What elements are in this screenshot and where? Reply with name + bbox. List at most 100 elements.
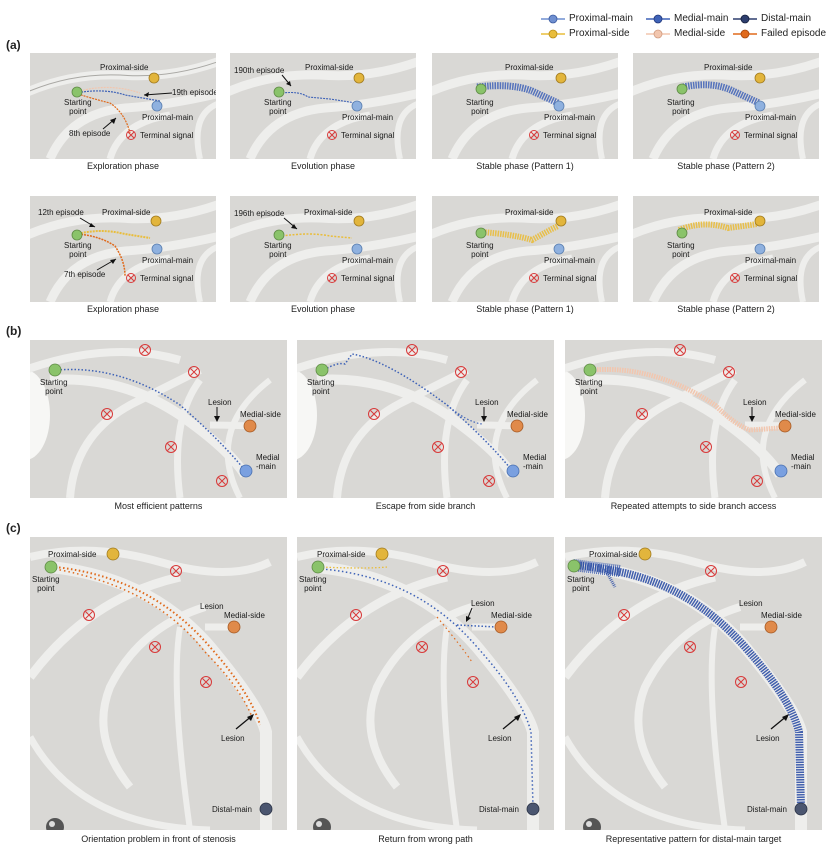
proximal-side-marker (754, 215, 766, 227)
panel-a5: Proximal-side 12th episode Starting poin… (30, 196, 216, 302)
panel-a7: Proximal-side Starting point Proximal-ma… (432, 196, 618, 302)
starting-point-marker (71, 229, 83, 241)
medial-main-label: Medial -main (523, 453, 547, 471)
starting-point-label: Starting point (264, 98, 292, 116)
crossed-circle-icon (406, 344, 418, 356)
medial-side-marker (764, 620, 778, 634)
starting-point-label: Starting point (64, 98, 92, 116)
ball-bearing-icon (46, 818, 64, 830)
distal-main-marker (794, 802, 808, 816)
medial-side-label: Medial-side (761, 611, 802, 620)
distal-main-marker (526, 802, 540, 816)
arrow-icon (481, 407, 487, 422)
legend-marker-icon (646, 14, 670, 23)
proximal-main-label: Proximal-main (142, 113, 194, 122)
proximal-main-label: Proximal-main (745, 113, 797, 122)
terminal-signal-label: Terminal signal (744, 131, 798, 140)
proximal-main-label: Proximal-main (342, 256, 394, 265)
starting-point-marker (71, 86, 83, 98)
panel-c3: Proximal-side Starting point Lesion Medi… (565, 537, 822, 830)
panel-a3: Proximal-side Starting point Proximal-ma… (432, 53, 618, 159)
medial-main-label: Medial -main (791, 453, 815, 471)
panel-c1: Proximal-side Starting point Lesion Medi… (30, 537, 287, 830)
medial-main-marker (774, 464, 788, 478)
proximal-side-label: Proximal-side (704, 63, 753, 72)
medial-side-label: Medial-side (491, 611, 532, 620)
starting-point-label: Starting point (264, 241, 292, 259)
lesion-label: Lesion (471, 599, 495, 608)
arrow-icon (770, 714, 789, 730)
crossed-circle-icon (455, 366, 467, 378)
starting-point-marker (311, 560, 325, 574)
proximal-main-marker (351, 243, 363, 255)
proximal-main-marker (553, 243, 565, 255)
starting-point-label: Starting point (667, 98, 695, 116)
section-label-a: (a) (6, 38, 21, 52)
arrow-icon (102, 117, 117, 130)
crossed-circle-icon (200, 676, 212, 688)
caption-a1-3: Stable phase (Pattern 1) (476, 161, 574, 171)
proximal-side-label: Proximal-side (589, 550, 638, 559)
episode-label-19: 19th episode (172, 88, 216, 97)
crossed-circle-icon (216, 475, 228, 487)
legend-item-proximal-main: Proximal-main (541, 13, 633, 24)
medial-main-marker (239, 464, 253, 478)
starting-point-label: Starting point (667, 241, 695, 259)
crossed-circle-icon (751, 475, 763, 487)
arrow-icon (283, 217, 298, 230)
proximal-main-label: Proximal-main (342, 113, 394, 122)
terminal-signal-label: Terminal signal (543, 131, 597, 140)
starting-point-marker (583, 363, 597, 377)
proximal-side-label: Proximal-side (102, 208, 151, 217)
proximal-main-label: Proximal-main (544, 256, 596, 265)
starting-point-label: Starting point (40, 378, 68, 396)
panel-a1: Proximal-side Starting point Proximal-ma… (30, 53, 216, 159)
proximal-main-marker (351, 100, 363, 112)
legend-item-medial-main: Medial-main (646, 13, 728, 24)
crossed-circle-icon (705, 565, 717, 577)
crossed-circle-icon (684, 641, 696, 653)
legend-label: Distal-main (761, 13, 812, 24)
medial-side-marker (778, 419, 792, 433)
lesion-label: Lesion (743, 398, 767, 407)
arrow-icon (281, 74, 292, 87)
terminal-signal-label: Terminal signal (140, 274, 194, 283)
legend-item-failed-episode: Failed episode (733, 28, 826, 39)
crossed-circle-icon (730, 130, 740, 140)
proximal-side-label: Proximal-side (305, 63, 354, 72)
legend-label: Proximal-main (569, 13, 633, 24)
terminal-signal-label: Terminal signal (744, 274, 798, 283)
panel-a6: Proximal-side 196th episode Starting poi… (230, 196, 416, 302)
proximal-main-marker (754, 100, 766, 112)
proximal-side-marker (555, 72, 567, 84)
medial-side-label: Medial-side (240, 410, 281, 419)
legend-label: Proximal-side (569, 28, 630, 39)
lesion-label: Lesion (756, 734, 780, 743)
starting-point-marker (44, 560, 58, 574)
legend-item-proximal-side: Proximal-side (541, 28, 630, 39)
legend-label: Failed episode (761, 28, 827, 39)
proximal-main-label: Proximal-main (745, 256, 797, 265)
caption-a2-3: Stable phase (Pattern 1) (476, 304, 574, 314)
starting-point-label: Starting point (575, 378, 603, 396)
terminal-signal-label: Terminal signal (543, 274, 597, 283)
starting-point-label: Starting point (32, 575, 60, 593)
episode-label-8: 8th episode (69, 129, 111, 138)
crossed-circle-icon (101, 408, 113, 420)
lesion-label: Lesion (221, 734, 245, 743)
crossed-circle-icon (529, 130, 539, 140)
proximal-side-label: Proximal-side (304, 208, 353, 217)
crossed-circle-icon (735, 676, 747, 688)
medial-side-marker (227, 620, 241, 634)
caption-c-3: Representative pattern for distal-main t… (605, 834, 782, 844)
legend-item-medial-side: Medial-side (646, 28, 725, 39)
crossed-circle-icon (674, 344, 686, 356)
panel-b2: Starting point Lesion Medial-side Medial… (297, 340, 554, 498)
proximal-main-label: Proximal-main (544, 113, 596, 122)
panel-b1: Starting point Lesion Medial-side Medial… (30, 340, 287, 498)
crossed-circle-icon (126, 273, 136, 283)
arrow-icon (214, 407, 220, 422)
proximal-main-marker (754, 243, 766, 255)
panel-a4: Proximal-side Starting point Proximal-ma… (633, 53, 819, 159)
medial-main-label: Medial -main (256, 453, 280, 471)
